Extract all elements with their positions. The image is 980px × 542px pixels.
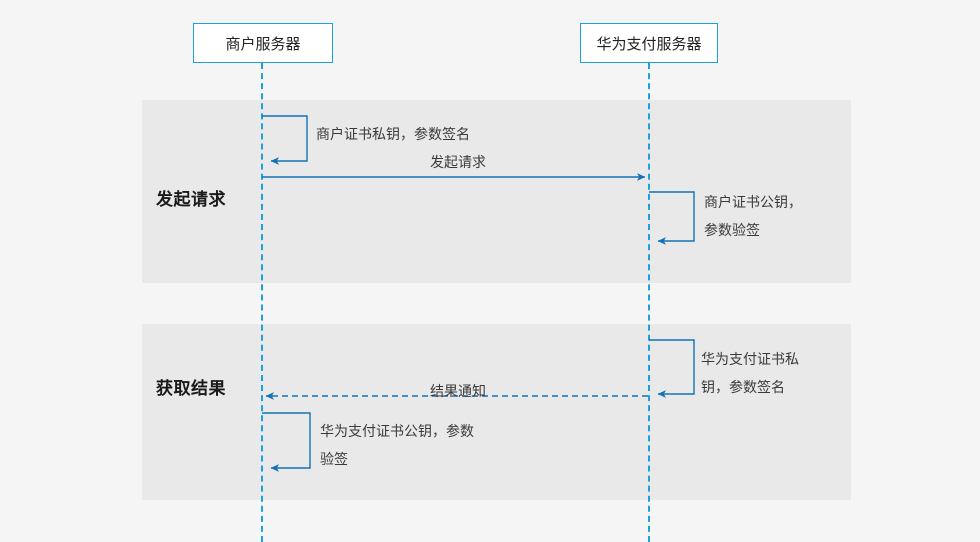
section-band-result bbox=[142, 324, 851, 500]
section-label-initiate: 发起请求 bbox=[156, 190, 226, 209]
message-label-self-sign-merchant: 商户证书私钥，参数签名 bbox=[316, 126, 470, 142]
message-label-self-verify-merchant: 华为支付证书公钥，参数 验签 bbox=[320, 423, 474, 467]
lifeline-merchant bbox=[261, 63, 263, 542]
message-label-self-verify-hwpay: 商户证书公钥， 参数验签 bbox=[704, 194, 802, 238]
participant-merchant-server[interactable]: 商户服务器 bbox=[193, 23, 333, 63]
message-label-self-sign-hwpay: 华为支付证书私 钥，参数签名 bbox=[701, 351, 799, 395]
section-label-result: 获取结果 bbox=[156, 379, 226, 398]
participant-huawei-pay-server[interactable]: 华为支付服务器 bbox=[580, 23, 718, 63]
message-label-notify: 结果通知 bbox=[430, 383, 486, 399]
message-label-request: 发起请求 bbox=[430, 154, 486, 170]
lifeline-hwpay bbox=[648, 63, 650, 542]
section-band-initiate bbox=[142, 100, 851, 283]
